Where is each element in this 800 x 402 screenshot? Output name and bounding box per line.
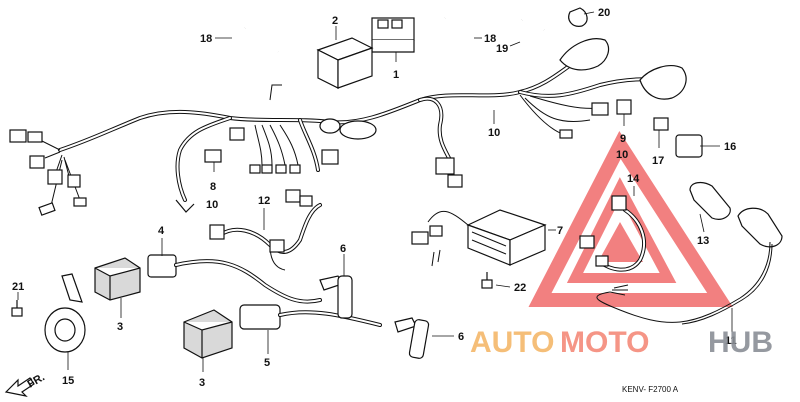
part-3-ignition-coil-upper xyxy=(94,257,141,301)
part-6-plug-cap-lower xyxy=(394,317,430,359)
part-17-connector xyxy=(653,117,669,131)
callout-8: 8 xyxy=(210,181,216,193)
leader-lines xyxy=(17,11,733,372)
part-19-band-clamp xyxy=(513,19,548,56)
callout-6-upper: 6 xyxy=(340,243,346,255)
callout-22: 22 xyxy=(514,282,526,294)
callout-10-right: 10 xyxy=(616,149,628,161)
callout-5: 5 xyxy=(264,357,270,369)
callout-15: 15 xyxy=(62,375,74,387)
callout-16: 16 xyxy=(724,141,736,153)
callout-14: 14 xyxy=(627,173,640,185)
part-18-band-clamp-right xyxy=(427,16,484,70)
callout-3-upper: 3 xyxy=(117,321,123,333)
part-2-control-unit xyxy=(316,37,374,89)
part-5-plug-cord-lower xyxy=(239,304,382,330)
part-8-connector xyxy=(204,149,222,163)
callout-7: 7 xyxy=(557,225,563,237)
part-7-regulator xyxy=(411,209,547,267)
part-12-sub-harness xyxy=(209,189,322,271)
callout-20: 20 xyxy=(598,7,610,19)
part-18-band-clamp-left xyxy=(230,26,280,76)
front-direction-indicator: FR. xyxy=(4,371,47,397)
callout-17: 17 xyxy=(652,155,664,167)
watermark-part-auto: AUTO xyxy=(470,326,554,359)
watermark-logo xyxy=(528,131,733,307)
watermark-part-hub: HUB xyxy=(708,326,773,359)
callout-13: 13 xyxy=(697,235,709,247)
front-arrow-icon xyxy=(4,377,35,397)
part-16-relay xyxy=(675,134,703,158)
part-9-connector xyxy=(616,99,632,115)
part-20-clip xyxy=(568,7,588,27)
part-21-bolt xyxy=(11,300,23,317)
part-13-rubber-boots xyxy=(689,181,783,248)
callout-12: 12 xyxy=(258,195,270,207)
callout-1: 1 xyxy=(393,69,399,81)
watermark-text: AUTO MOTO HUB xyxy=(470,326,773,359)
callout-9: 9 xyxy=(620,133,626,145)
callout-11: 11 xyxy=(725,335,737,347)
part-6-plug-cap-upper xyxy=(319,275,353,319)
callout-18-left: 18 xyxy=(200,33,212,45)
part-1-relay xyxy=(371,17,415,53)
callout-4: 4 xyxy=(158,225,165,237)
part-14-sub-wire xyxy=(579,195,646,272)
callout-3-lower: 3 xyxy=(199,377,205,389)
callout-6-lower: 6 xyxy=(458,331,464,343)
watermark-part-moto: MOTO xyxy=(560,326,649,359)
diagram-code: KENV- F2700 A xyxy=(622,385,679,394)
callout-18-right: 18 xyxy=(484,33,496,45)
front-direction-label: FR. xyxy=(26,371,47,390)
callout-21: 21 xyxy=(12,281,24,293)
part-4-plug-cord-upper xyxy=(147,254,322,304)
part-3-ignition-coil-lower xyxy=(183,309,233,359)
callout-10-center: 10 xyxy=(488,127,500,139)
callout-2: 2 xyxy=(332,15,338,27)
part-15-horn xyxy=(44,273,86,353)
callout-10-left: 10 xyxy=(206,199,218,211)
part-22-bolt xyxy=(481,272,493,289)
callout-19: 19 xyxy=(496,43,508,55)
part-11-sub-harness xyxy=(596,241,773,325)
harness-connectors xyxy=(9,38,687,216)
callout-labels: 1 2 3 3 4 5 6 6 7 8 9 10 10 10 11 12 13 … xyxy=(12,7,737,389)
